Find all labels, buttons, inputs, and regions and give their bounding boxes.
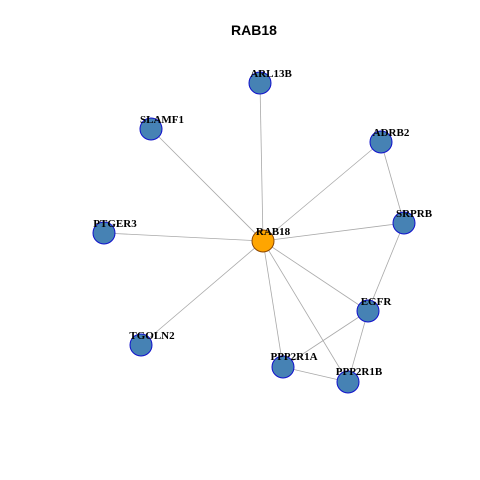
node-label-slamf1: SLAMF1	[140, 114, 184, 126]
node-label-ppp2r1a: PPP2R1A	[270, 351, 317, 363]
edge-rab18-arl13b	[259, 82, 264, 242]
node-circle-slamf1	[139, 117, 163, 141]
node-label-adrb2: ADRB2	[373, 127, 410, 139]
edge-srprb-egfr	[367, 222, 405, 312]
node-circle-egfr	[356, 299, 380, 323]
node-circle-ppp2r1b	[336, 370, 360, 394]
node-srprb: SRPRB	[392, 208, 433, 235]
edge-rab18-ptger3	[103, 232, 264, 242]
node-egfr: EGFR	[356, 296, 393, 323]
node-slamf1: SLAMF1	[139, 114, 184, 141]
node-label-ptger3: PTGER3	[93, 218, 137, 230]
diagram-title: RAB18	[231, 22, 277, 38]
node-label-egfr: EGFR	[361, 296, 393, 308]
edge-rab18-slamf1	[150, 128, 264, 242]
node-rab18: RAB18	[251, 226, 291, 253]
edge-adrb2-srprb	[380, 141, 405, 224]
node-tgoln2: TGOLN2	[129, 330, 175, 357]
node-circle-arl13b	[248, 71, 272, 95]
edge-egfr-ppp2r1b	[347, 310, 369, 383]
edge-rab18-egfr	[262, 240, 369, 312]
node-adrb2: ADRB2	[369, 127, 410, 154]
edge-rab18-srprb	[262, 222, 405, 242]
node-label-arl13b: ARL13B	[250, 68, 292, 80]
node-ppp2r1a: PPP2R1A	[270, 351, 318, 379]
node-circle-adrb2	[369, 130, 393, 154]
node-circle-ppp2r1a	[271, 355, 295, 379]
node-label-tgoln2: TGOLN2	[129, 330, 175, 342]
edge-egfr-ppp2r1a	[282, 310, 369, 368]
node-arl13b: ARL13B	[248, 68, 292, 95]
node-label-rab18: RAB18	[256, 226, 291, 238]
node-label-ppp2r1b: PPP2R1B	[336, 366, 383, 378]
node-circle-rab18	[251, 229, 275, 253]
edge-rab18-adrb2	[262, 141, 382, 242]
node-ptger3: PTGER3	[92, 218, 137, 245]
edge-rab18-ppp2r1a	[262, 240, 284, 368]
node-label-srprb: SRPRB	[396, 208, 433, 220]
edge-rab18-ppp2r1b	[262, 240, 349, 383]
node-circle-tgoln2	[129, 333, 153, 357]
node-ppp2r1b: PPP2R1B	[336, 366, 383, 394]
node-circle-srprb	[392, 211, 416, 235]
edge-rab18-tgoln2	[140, 240, 264, 346]
node-circle-ptger3	[92, 221, 116, 245]
